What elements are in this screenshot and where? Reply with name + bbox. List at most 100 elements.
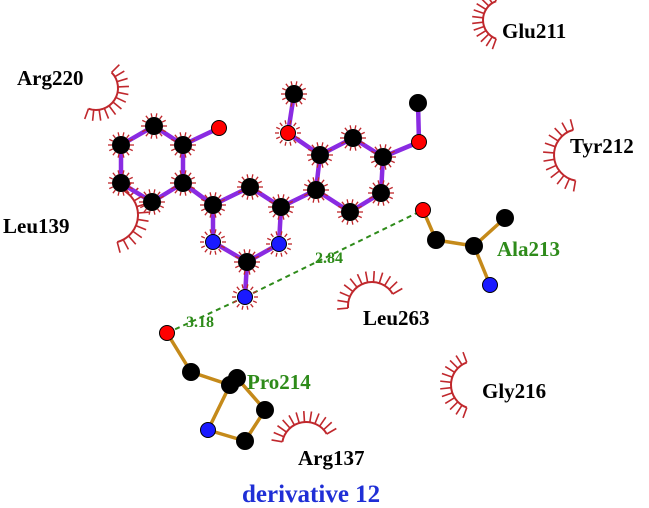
- oxygen-atom: [211, 120, 227, 136]
- contact-spike: [455, 355, 463, 366]
- label-pro214: Pro214: [247, 370, 311, 394]
- contact-spike: [472, 15, 484, 19]
- contact-spike: [114, 70, 125, 78]
- carbon-atom: [409, 94, 427, 112]
- contact-spike: [550, 170, 560, 179]
- carbon-atom: [307, 181, 325, 199]
- contact-spike: [318, 416, 327, 427]
- contact-spike: [388, 281, 398, 290]
- atom-contact-halo: [303, 177, 329, 203]
- contact-gly216: [440, 351, 468, 419]
- contact-spike: [441, 372, 453, 378]
- contact-spike: [491, 38, 497, 50]
- contact-spike: [441, 392, 453, 398]
- contact-spike: [545, 164, 557, 171]
- atom-contact-halo: [170, 170, 196, 196]
- contact-spike: [543, 158, 555, 162]
- carbon-atom: [112, 136, 130, 154]
- contact-spike: [378, 272, 384, 284]
- contact-spike: [337, 299, 349, 303]
- contact-arc: [281, 421, 328, 443]
- hbond-distance-3-18: 3.18: [186, 314, 214, 331]
- contact-spike: [444, 396, 456, 405]
- label-leu263: Leu263: [363, 306, 430, 330]
- carbon-atom: [228, 369, 246, 387]
- contact-arc: [482, 0, 497, 40]
- contact-spike: [314, 413, 320, 425]
- hbond-line-ala213: [244, 209, 424, 298]
- contact-spike: [473, 25, 485, 31]
- contact-spike: [554, 127, 563, 137]
- carbon-atom: [241, 178, 259, 196]
- contact-spike: [127, 235, 137, 245]
- carbon-atom: [204, 196, 222, 214]
- contact-spike: [481, 0, 490, 7]
- contact-spike: [135, 224, 147, 231]
- contact-spike: [277, 425, 287, 433]
- contact-spike: [392, 287, 403, 295]
- atom-contact-halo: [340, 125, 366, 151]
- carbon-atom: [256, 401, 274, 419]
- label-arg137: Arg137: [298, 446, 365, 470]
- carbon-atom: [311, 146, 329, 164]
- carbon-atom: [272, 198, 290, 216]
- label-ala213: Ala213: [497, 237, 560, 261]
- atom-contact-halo: [368, 180, 394, 206]
- diagram-caption: derivative 12: [242, 481, 380, 508]
- atom-contact-halo: [234, 249, 260, 275]
- atom-contact-halo: [141, 113, 167, 139]
- nitrogen-atom: [205, 234, 221, 250]
- atom-contact-halo: [268, 194, 294, 220]
- contact-spike: [449, 359, 459, 369]
- contact-spike: [372, 271, 376, 283]
- contact-spike: [122, 239, 130, 250]
- contact-spike: [271, 439, 283, 443]
- label-tyr212: Tyr212: [570, 134, 634, 158]
- carbon-atom: [145, 117, 163, 135]
- contact-spike: [98, 109, 102, 121]
- atom-contact-halo: [108, 170, 134, 196]
- atom-contact-halo: [108, 132, 134, 158]
- contact-spike: [117, 91, 129, 96]
- atom-contact-halo: [370, 144, 396, 170]
- contact-spike: [455, 404, 463, 415]
- contact-arc: [116, 187, 139, 244]
- contact-spike: [103, 108, 110, 119]
- contact-glu211: [472, 0, 497, 50]
- label-arg220: Arg220: [17, 66, 84, 90]
- contact-spike: [343, 284, 354, 293]
- contact-spike: [440, 386, 452, 390]
- carbon-atom: [285, 85, 303, 103]
- contact-spike: [462, 351, 468, 363]
- atoms: [108, 81, 514, 450]
- nitrogen-atom: [271, 236, 287, 252]
- contact-spike: [480, 33, 490, 43]
- carbon-atom: [112, 174, 130, 192]
- contact-spike: [295, 412, 301, 424]
- carbon-atom: [174, 174, 192, 192]
- contact-spike: [116, 241, 121, 253]
- carbon-atom: [344, 129, 362, 147]
- contact-spike: [356, 273, 363, 285]
- contact-arc: [347, 281, 394, 309]
- contact-spike: [108, 105, 117, 116]
- contact-spike: [349, 278, 358, 288]
- oxygen-atom: [159, 325, 175, 341]
- contact-spike: [302, 411, 306, 423]
- label-leu139: Leu139: [3, 214, 70, 238]
- carbon-atom: [427, 231, 445, 249]
- contact-spike: [383, 275, 392, 287]
- carbon-atom: [238, 253, 256, 271]
- contact-spike: [282, 419, 291, 429]
- contact-spike: [472, 21, 484, 25]
- contact-spike: [110, 64, 120, 74]
- contact-spike: [485, 36, 493, 47]
- contact-spike: [489, 0, 493, 4]
- contact-spike: [473, 9, 485, 15]
- contact-spike: [556, 174, 565, 185]
- nitrogen-atom: [237, 289, 253, 305]
- contact-spike: [116, 77, 128, 83]
- carbon-atom: [372, 184, 390, 202]
- oxygen-atom: [415, 202, 431, 218]
